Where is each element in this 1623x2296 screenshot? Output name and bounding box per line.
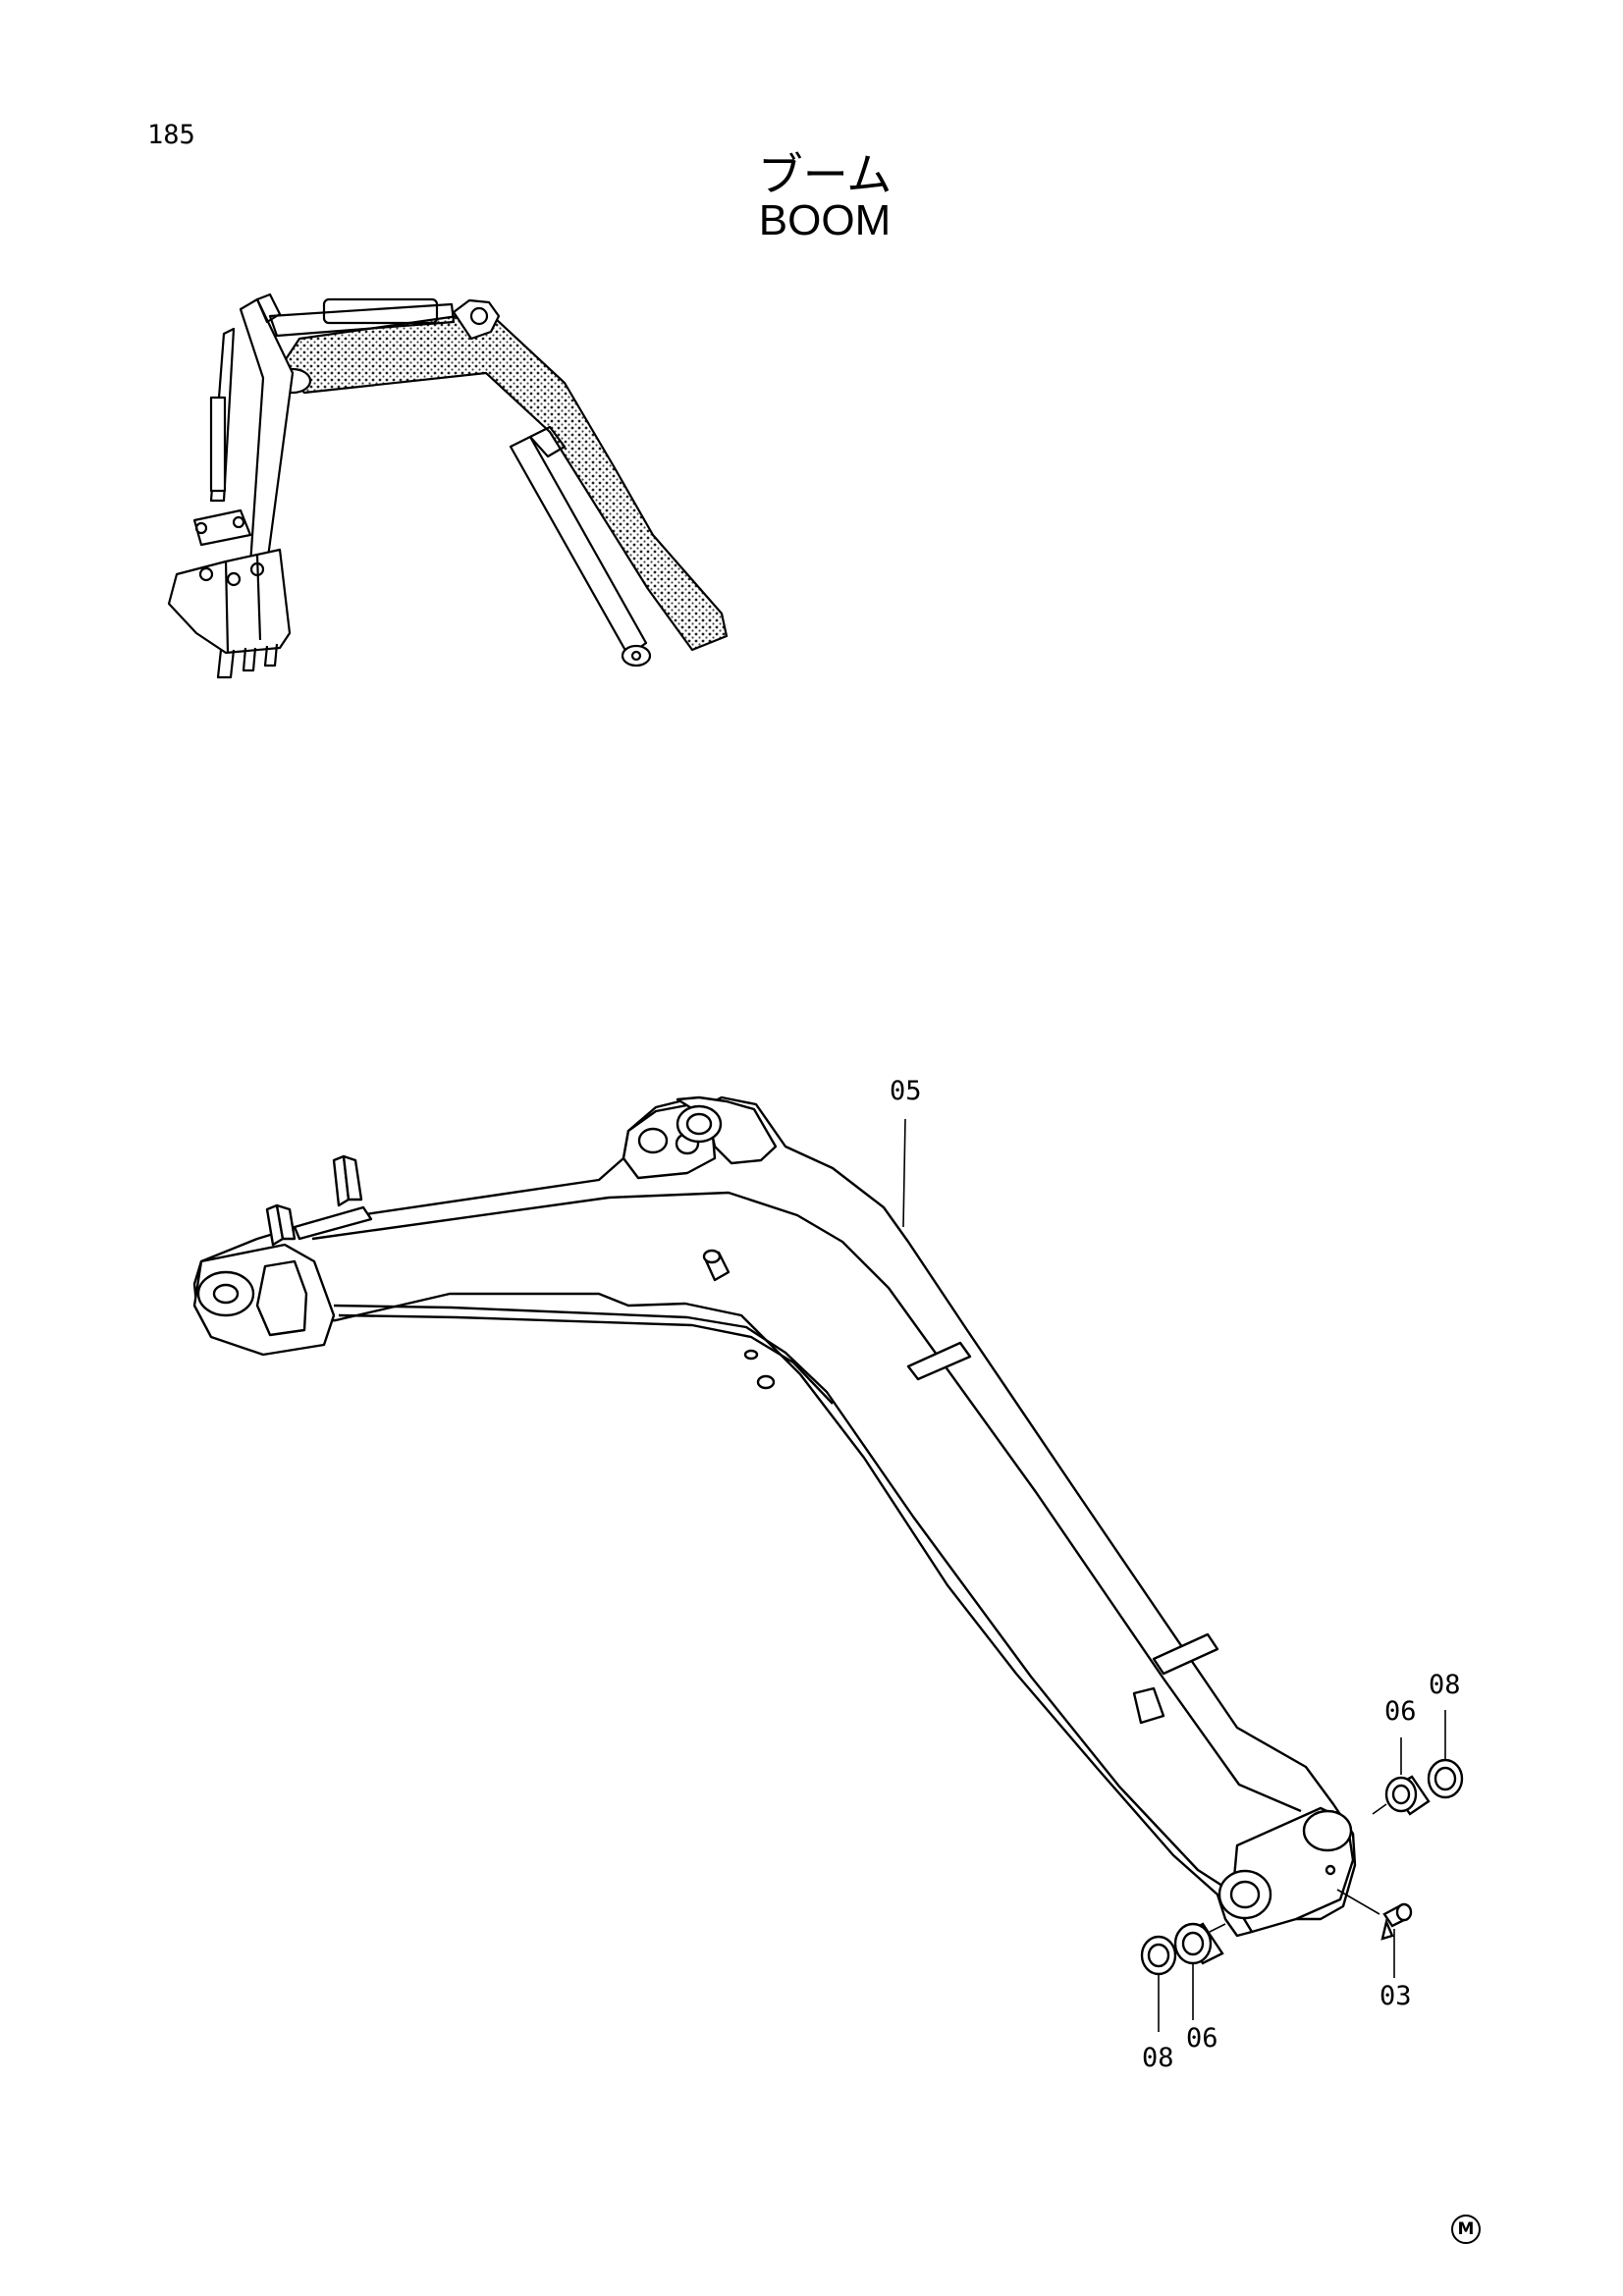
callout-08-upper: 08	[1429, 1670, 1461, 1700]
callout-03: 03	[1380, 1981, 1412, 2011]
callouts	[902, 1118, 1446, 2032]
grease-fitting-03	[1380, 1902, 1413, 1941]
boom-part-05	[192, 1095, 1357, 1938]
manual-mark-icon: M	[1451, 2215, 1481, 2244]
callout-06-lower: 06	[1186, 2023, 1218, 2054]
page-number: 185	[147, 120, 195, 150]
title-english: BOOM	[758, 196, 892, 244]
callout-05: 05	[890, 1076, 922, 1106]
title-japanese: ブーム	[757, 148, 893, 201]
callout-08-lower: 08	[1142, 2043, 1174, 2073]
reference-illustration	[167, 293, 729, 679]
pin-hardware	[1140, 1758, 1464, 1976]
highlighted-boom	[278, 304, 729, 652]
callout-06-upper: 06	[1384, 1696, 1417, 1727]
